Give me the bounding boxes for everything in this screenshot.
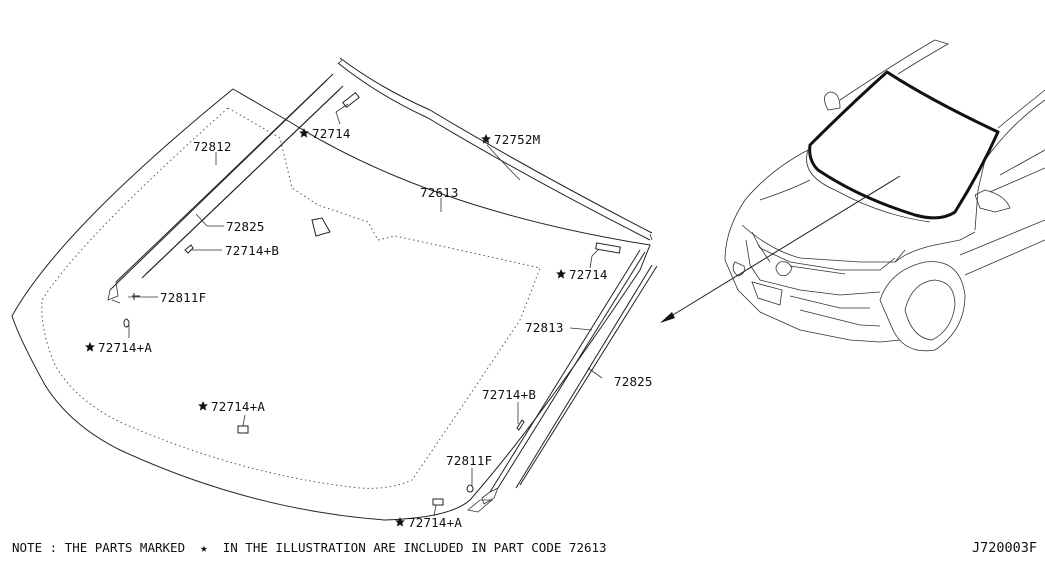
label-72813: 72813 [525, 320, 564, 335]
label-72714b-left: 72714+B [225, 243, 279, 258]
left-side-molding [107, 73, 344, 304]
vehicle-outline [724, 39, 1045, 352]
windshield-glass [11, 88, 651, 521]
small-clips [123, 92, 621, 506]
label-72714a-bottom: 72714+A [408, 515, 462, 530]
label-72812: 72812 [193, 139, 232, 154]
leader-lines [128, 103, 603, 517]
star-72714a-left [85, 342, 95, 352]
star-72714-right [556, 269, 566, 279]
label-72825-right: 72825 [614, 374, 653, 389]
right-side-molding [467, 249, 658, 513]
pointer-arrow [660, 175, 901, 323]
star-72714a-mid [198, 401, 208, 411]
label-72825-left: 72825 [226, 219, 265, 234]
label-72714-top: 72714 [312, 126, 351, 141]
label-72714b-right: 72714+B [482, 387, 536, 402]
diagram-code: J720003F [971, 540, 1037, 556]
label-72714a-left: 72714+A [98, 340, 152, 355]
star-72752m [481, 134, 491, 144]
label-72714-right: 72714 [569, 267, 608, 282]
footnote: NOTE : THE PARTS MARKED ★ IN THE ILLUSTR… [12, 540, 607, 555]
footnote-text-before: NOTE : THE PARTS MARKED [12, 540, 186, 555]
star-72714a-bottom [395, 517, 405, 527]
label-72811f-left: 72811F [160, 290, 206, 305]
label-72811f-right: 72811F [446, 453, 492, 468]
upper-molding [337, 57, 653, 241]
star-icon: ★ [192, 540, 216, 555]
label-72714a-mid: 72714+A [211, 399, 265, 414]
star-markers [85, 128, 566, 527]
footnote-text-after: IN THE ILLUSTRATION ARE INCLUDED IN PART… [222, 540, 607, 555]
label-72752m: 72752M [494, 132, 540, 147]
label-72613: 72613 [420, 185, 459, 200]
part-labels: 72812 72714 72752M 72613 72825 72714+B 7… [98, 126, 653, 530]
